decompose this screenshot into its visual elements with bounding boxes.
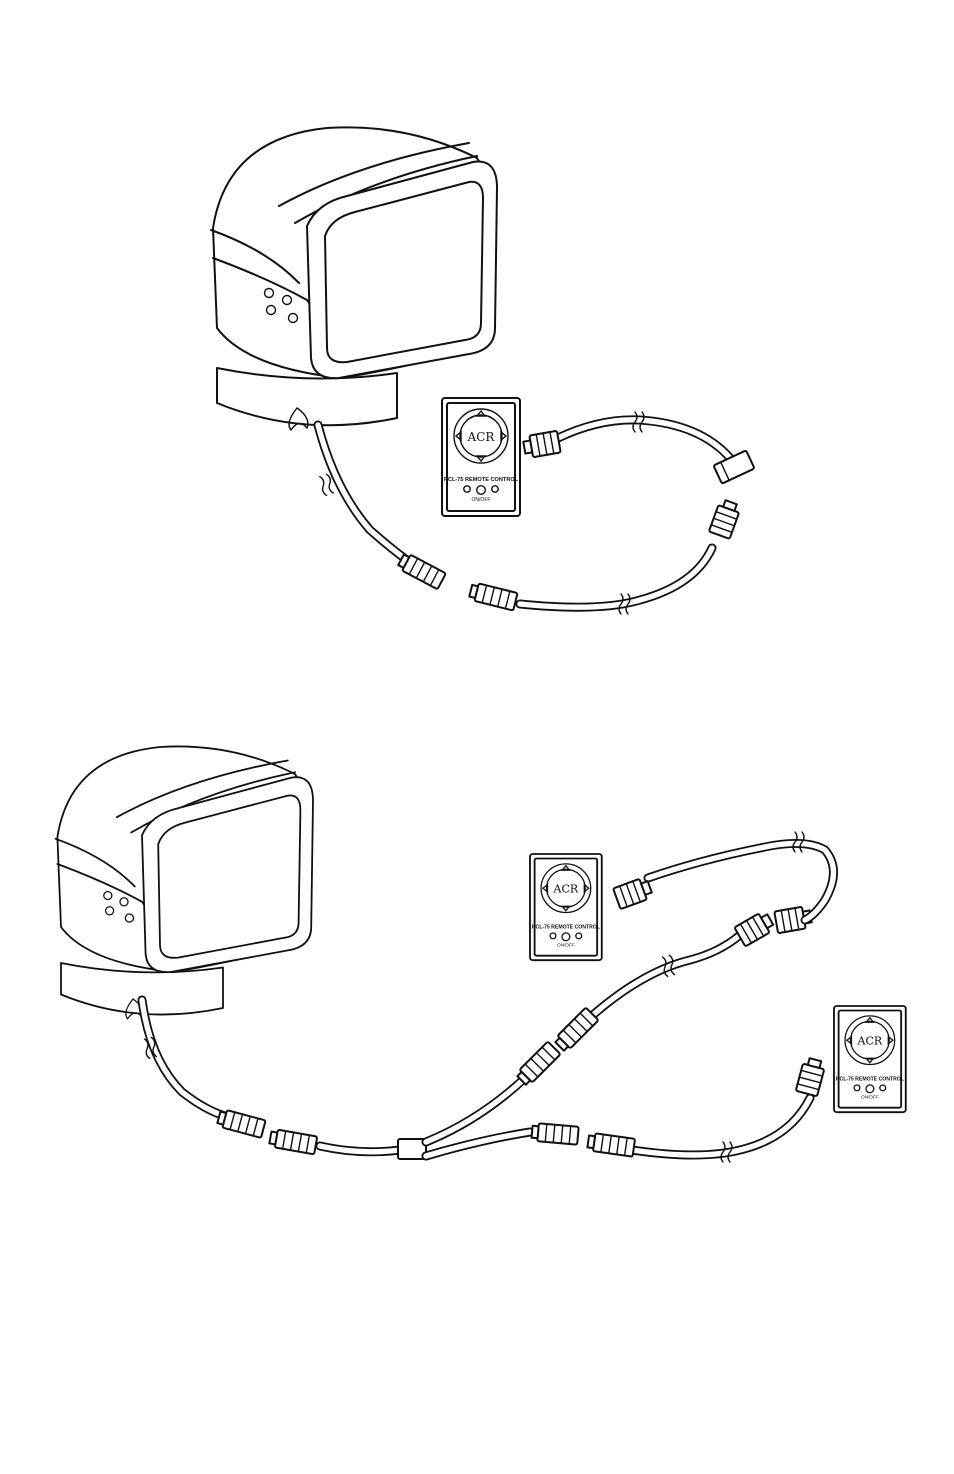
plug-bottom-remote1 (613, 876, 653, 909)
diagram-single-remote: ACR RCL-75 REMOTE CONTROL ON/OFF (211, 127, 755, 614)
remote-brand: ACR (553, 883, 580, 896)
remote-switch-label: ON/OFF (472, 497, 491, 503)
connector-top-pair (397, 552, 518, 611)
remote-panel-top: ACR RCL-75 REMOTE CONTROL ON/OFF (442, 398, 520, 516)
remote-panel-bottom-2: ACR RCL-75 REMOTE CONTROL ON/OFF (834, 1006, 906, 1112)
remote-panel-bottom-1: ACR RCL-75 REMOTE CONTROL ON/OFF (530, 854, 602, 960)
remote-switch-label: ON/OFF (557, 943, 575, 948)
remote-brand: ACR (857, 1035, 884, 1048)
cable-bottom-main (142, 1000, 225, 1116)
connector-bottom-pair-up (515, 1007, 598, 1086)
remote-switch-label: ON/OFF (861, 1095, 879, 1100)
searchlight-bottom (56, 746, 313, 1018)
cable-bottom-branch-up (426, 935, 740, 1142)
cable-top-lower (520, 548, 712, 614)
connector-bottom-pair-left (217, 1109, 318, 1155)
connector-bottom-pair-right (531, 1123, 635, 1157)
plug-top-remote (522, 431, 560, 459)
remote-model-label: RCL-75 REMOTE CONTROL (444, 477, 519, 483)
searchlight-top (211, 127, 497, 430)
plug-bottom-mid (734, 906, 812, 947)
plug-top-lower (709, 499, 742, 539)
cable-bottom-to-splitter (320, 1146, 400, 1152)
diagram-dual-remote: ACR RCL-75 REMOTE CONTROL ON/OFF ACR RCL… (56, 746, 906, 1162)
plug-bottom-remote2 (796, 1057, 826, 1097)
socket-top-end (713, 450, 754, 483)
cable-top-main (318, 425, 415, 566)
cable-bottom-remote1 (648, 832, 834, 920)
remote-model-label: RCL-75 REMOTE CONTROL (532, 925, 600, 931)
cable-top-upper (558, 412, 730, 458)
remote-model-label: RCL-75 REMOTE CONTROL (836, 1077, 904, 1083)
remote-brand: ACR (467, 430, 496, 444)
